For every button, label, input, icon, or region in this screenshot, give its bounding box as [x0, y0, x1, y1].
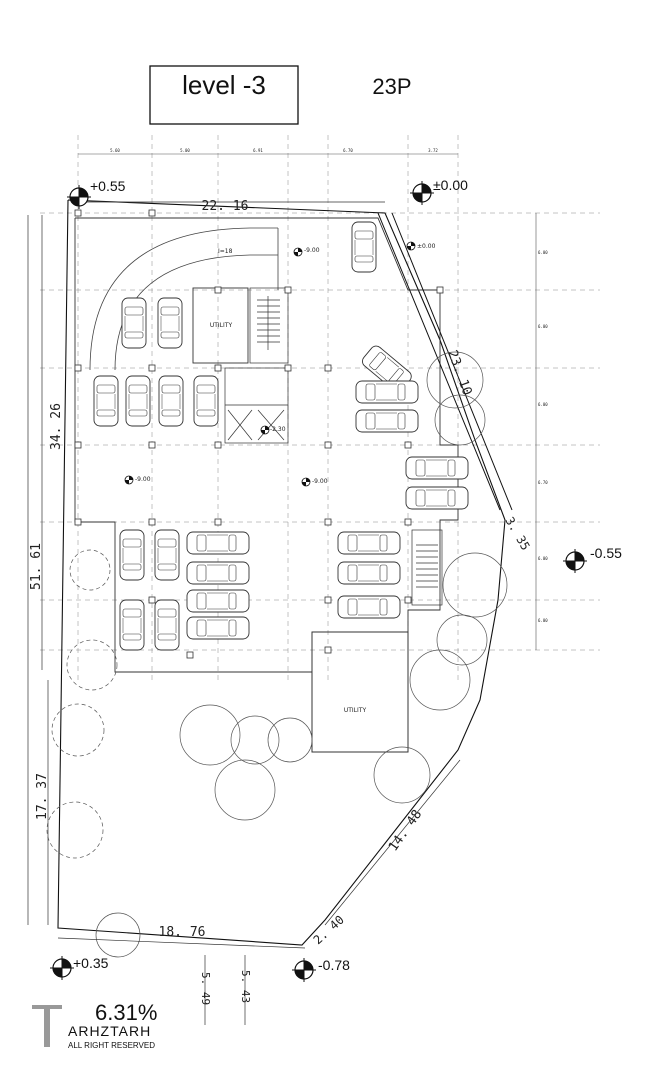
- ramp: [89, 227, 279, 371]
- side-stairs: [411, 529, 443, 606]
- svg-text:±0.00: ±0.00: [417, 243, 436, 250]
- entry-ramp: [377, 212, 513, 511]
- parking-count: 23P: [372, 74, 411, 99]
- svg-text:5.00: 5.00: [180, 148, 190, 153]
- dim-right-small: 3. 35: [502, 515, 532, 553]
- svg-text:5.60: 5.60: [110, 148, 120, 153]
- dim-top: 22. 16: [202, 199, 249, 214]
- floor-level-marker-c: -9.00: [301, 477, 328, 487]
- dim-bottom-vert-a: 5. 49: [199, 972, 212, 1005]
- svg-text:-9.00: -9.00: [312, 478, 328, 485]
- dim-left-upper: 34. 26: [49, 403, 64, 450]
- svg-text:6.70: 6.70: [343, 148, 353, 153]
- elevation-marker-bottom-mid: -0.78: [291, 957, 350, 983]
- elevation-marker-top-left: +0.55: [66, 178, 126, 210]
- svg-text:-0.78: -0.78: [318, 957, 350, 973]
- dim-bottom: 18. 76: [159, 925, 206, 940]
- floor-level-marker-d: -2.30: [260, 425, 286, 435]
- floor-level-marker-a: -9.00: [293, 247, 320, 257]
- utility-room-bottom: [311, 631, 409, 753]
- svg-text:+0.55: +0.55: [90, 178, 126, 194]
- floor-level-marker-b: -9.00: [124, 475, 151, 485]
- dimension-lines: [27, 201, 461, 1025]
- svg-text:+0.35: +0.35: [73, 955, 109, 971]
- svg-text:ARHZTARH: ARHZTARH: [68, 1023, 151, 1039]
- site-boundary: [57, 199, 506, 946]
- utility-label-bottom: UTILITY: [344, 707, 367, 714]
- dim-bottom-vert-b: 5. 43: [239, 970, 252, 1003]
- svg-text:6.31%: 6.31%: [95, 1000, 157, 1025]
- structural-grid: [40, 135, 600, 680]
- svg-text:6.00: 6.00: [538, 556, 548, 561]
- svg-text:3.72: 3.72: [428, 148, 438, 153]
- svg-text:6.00: 6.00: [538, 324, 548, 329]
- elevation-marker-right: -0.55: [562, 545, 622, 574]
- svg-text:ALL RIGHT RESERVED: ALL RIGHT RESERVED: [68, 1041, 155, 1050]
- watermark-logo: 6.31% ARHZTARH ALL RIGHT RESERVED: [32, 1000, 157, 1050]
- title-box: [149, 65, 299, 125]
- elevation-marker-top-right: ±0.00: [409, 177, 468, 206]
- svg-text:-2.30: -2.30: [270, 426, 286, 433]
- svg-text:6.00: 6.00: [538, 250, 548, 255]
- elevation-marker-bottom-left: +0.35: [49, 955, 109, 981]
- dim-left-total: 51. 61: [29, 543, 44, 590]
- dim-right-diag: 23. 10: [444, 348, 474, 397]
- svg-text:6.00: 6.00: [538, 618, 548, 623]
- ramp-slope-label: I=18: [218, 248, 233, 255]
- landscape-trees: [46, 351, 508, 958]
- level-title: level -3: [182, 70, 266, 100]
- svg-text:-0.55: -0.55: [590, 545, 622, 561]
- svg-text:-9.00: -9.00: [304, 247, 320, 254]
- floor-level-marker-ramp: ±0.00: [406, 241, 436, 251]
- dim-left-lower: 17. 37: [35, 773, 50, 820]
- columns: [74, 209, 444, 659]
- dim-bottom-diag: 14. 48: [386, 807, 425, 854]
- svg-text:6.00: 6.00: [538, 402, 548, 407]
- svg-text:6.70: 6.70: [538, 480, 548, 485]
- svg-text:-9.00: -9.00: [135, 476, 151, 483]
- right-grid-dimensions: 6.00 6.00 6.00 6.70 6.00 6.00: [535, 213, 548, 650]
- top-grid-dimensions: 5.60 5.00 6.91 6.70 3.72: [78, 148, 458, 155]
- stair-core: [224, 287, 289, 444]
- svg-text:6.91: 6.91: [253, 148, 263, 153]
- utility-label-top: UTILITY: [210, 322, 233, 329]
- svg-text:±0.00: ±0.00: [433, 177, 468, 193]
